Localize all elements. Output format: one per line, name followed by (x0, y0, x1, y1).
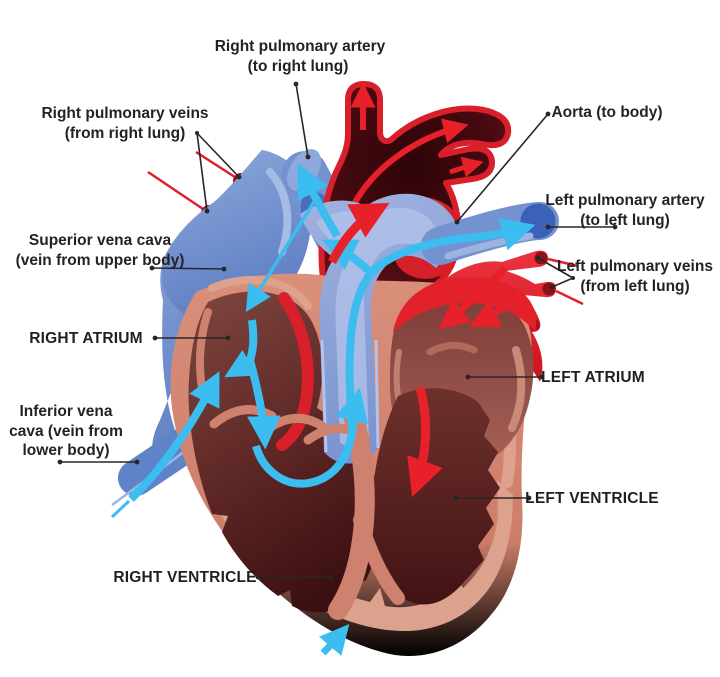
connector-dot (195, 131, 199, 135)
labels: Right pulmonary artery (to right lung) R… (9, 38, 713, 586)
label-inferior-vena-cava-line3: lower body) (23, 442, 110, 459)
connector-dot (152, 335, 158, 341)
label-right-pulmonary-artery-line1: Right pulmonary artery (215, 38, 386, 55)
connector-right-pulmonary-veins-1 (196, 132, 240, 178)
label-inferior-vena-cava-line1: Inferior vena (19, 403, 112, 420)
inferior-vena-cava-flow-arrow (128, 371, 220, 502)
valve-ridge-4 (426, 342, 478, 356)
right-atrium-top-rim (208, 276, 312, 310)
label-right-pulmonary-veins-line1: Right pulmonary veins (41, 105, 208, 122)
left-atrium-red-cap (393, 276, 537, 332)
valve-ridge-1 (209, 405, 277, 429)
connector-dot (535, 255, 541, 261)
pulmonary-vein-inflow-arrow-1 (438, 265, 508, 330)
right-pulmonary-artery-flow-arrow (297, 163, 341, 238)
connector-dot (236, 174, 242, 180)
connector-dot (149, 265, 155, 271)
connector-right-pulmonary-veins-2 (196, 132, 208, 212)
left-pulmonary-vein-needle-1 (547, 257, 579, 268)
label-superior-vena-cava-line2: (vein from upper body) (16, 252, 185, 269)
connector-left-pulmonary-veins-1 (537, 257, 574, 279)
label-right-pulmonary-artery-line2: (to right lung) (248, 58, 349, 75)
connector-dot (204, 208, 210, 214)
connector-dot (545, 224, 551, 230)
label-left-pulmonary-artery-line1: Left pulmonary artery (545, 192, 705, 209)
left-ventricle-flow-arrow (407, 386, 443, 497)
connector-dot (465, 374, 471, 380)
right-atrium-flow-stem (246, 319, 258, 362)
label-left-pulmonary-veins-line1: Left pulmonary veins (557, 258, 713, 275)
connector-left-pulmonary-veins-2 (551, 277, 574, 288)
connector-dot (293, 81, 299, 87)
connector-dot (539, 374, 545, 380)
label-inferior-vena-cava-line2: cava (vein from (9, 423, 123, 440)
connector-dot (526, 495, 532, 501)
connector-dot (57, 459, 63, 465)
label-aorta: Aorta (to body) (551, 104, 662, 121)
superior-vena-cava-flow-arrow (245, 196, 319, 313)
connector-dot (328, 574, 334, 580)
label-left-pulmonary-artery-line2: (to left lung) (580, 212, 670, 229)
aortic-outflow-arrow (327, 202, 390, 265)
septum-fork (353, 513, 405, 605)
aorta-stub-arrow (449, 156, 484, 178)
connector-dot (545, 111, 551, 117)
connector-dot (571, 276, 575, 280)
left-pulmonary-vein-tip-2 (542, 282, 556, 296)
superior-vena-cava-highlight (266, 168, 292, 256)
connector-superior-vena-cava (151, 267, 225, 270)
septum (328, 402, 405, 620)
blood-flow-arrows (110, 163, 536, 656)
connector-dot (255, 574, 261, 580)
label-left-atrium: LEFT ATRIUM (541, 369, 645, 386)
left-atrium-ridge-right (508, 346, 526, 432)
connector-dot (134, 459, 140, 465)
right-pulmonary-vein-needle-2 (147, 170, 207, 213)
ventricle-to-trunk-arrow (319, 623, 350, 656)
label-left-pulmonary-veins-line2: (from left lung) (580, 278, 689, 295)
connector-dot (453, 495, 459, 501)
label-superior-vena-cava-line1: Superior vena cava (29, 232, 172, 249)
trunk-root-edge-right (374, 339, 380, 449)
label-connectors (57, 81, 618, 580)
left-pulmonary-vein-needle-2 (555, 289, 584, 306)
aorta-arch-arrow (349, 118, 469, 210)
label-right-atrium: RIGHT ATRIUM (29, 330, 142, 347)
connector-dot (221, 266, 227, 272)
connector-dot (305, 154, 311, 160)
connector-dot (549, 284, 555, 290)
inferior-vena-cava-arrow-tail (110, 499, 131, 519)
label-right-ventricle: RIGHT VENTRICLE (113, 569, 256, 586)
label-left-ventricle: LEFT VENTRICLE (525, 490, 659, 507)
right-pulmonary-vein-needle-1 (195, 150, 239, 181)
central-red-vessel (276, 292, 314, 451)
trunk-to-left-lung-arrow (345, 217, 536, 429)
connector-right-pulmonary-artery (295, 83, 309, 158)
connector-dot (225, 335, 231, 341)
trunk-to-right-lung-arrow (322, 239, 374, 276)
label-right-pulmonary-veins-line2: (from right lung) (65, 125, 186, 142)
connector-aorta (456, 113, 549, 223)
connector-dot (612, 224, 618, 230)
connector-dot (454, 219, 460, 225)
pulmonary-vein-inflow-arrow-2 (469, 290, 527, 328)
right-atrium-flow-prong-down (246, 358, 281, 450)
